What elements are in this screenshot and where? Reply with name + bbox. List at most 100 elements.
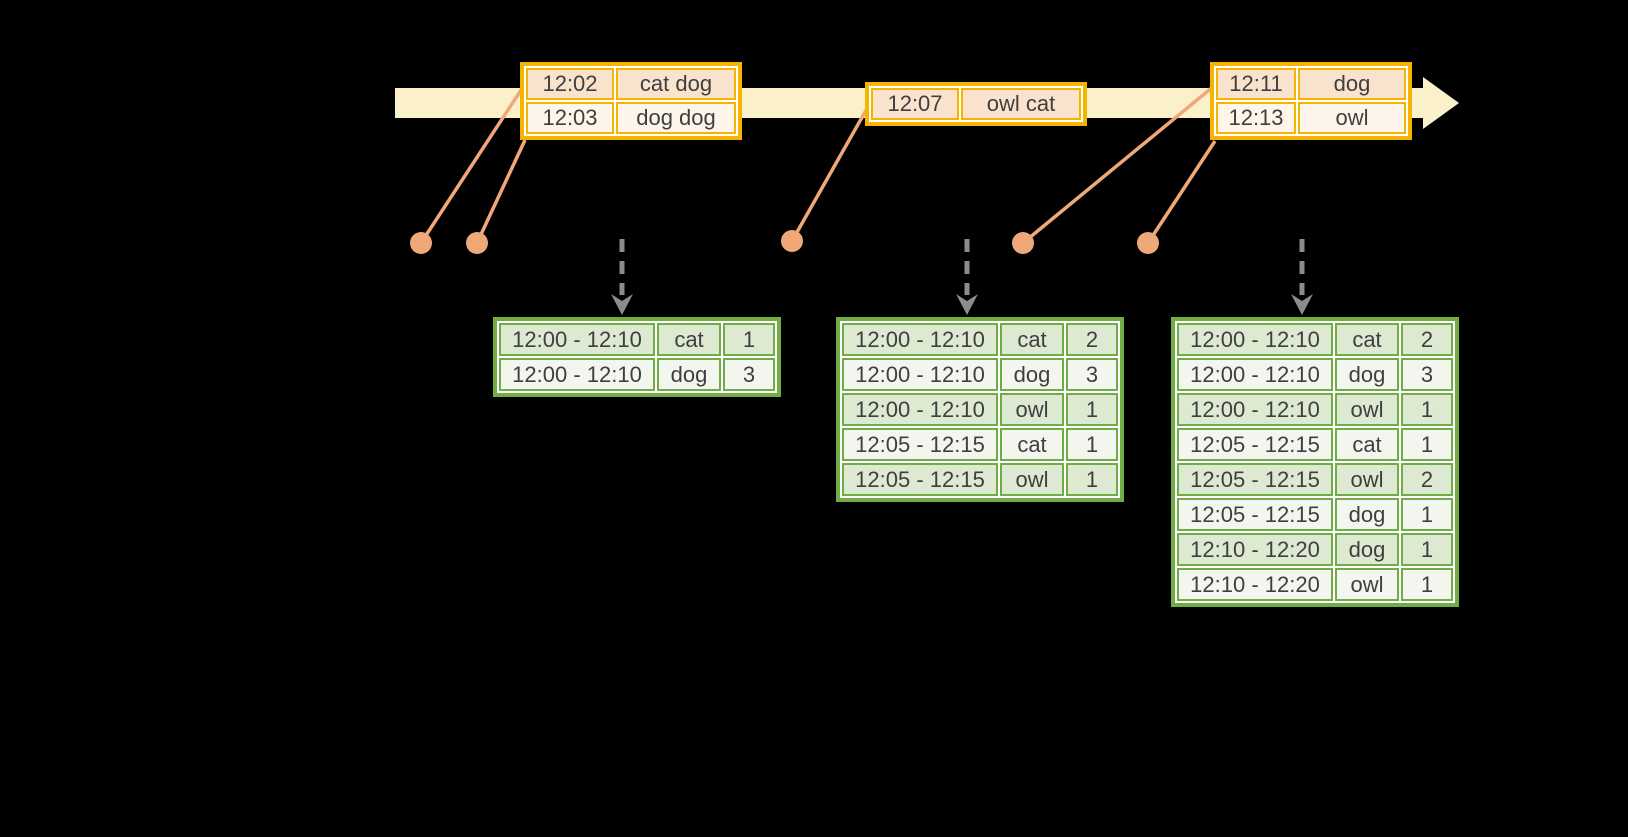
window-cell: 12:00 - 12:10 bbox=[1177, 323, 1333, 356]
word-cell: cat bbox=[1335, 323, 1399, 356]
window-cell: 12:10 - 12:20 bbox=[1177, 533, 1333, 566]
word-cell: cat bbox=[657, 323, 721, 356]
word-cell: cat bbox=[1000, 323, 1064, 356]
count-cell: 1 bbox=[1066, 463, 1118, 496]
event-connector-line bbox=[1146, 140, 1217, 244]
window-cell: 12:00 - 12:10 bbox=[1177, 393, 1333, 426]
word-cell: dog bbox=[1335, 533, 1399, 566]
count-cell: 2 bbox=[1401, 323, 1453, 356]
count-cell: 1 bbox=[1401, 498, 1453, 531]
count-cell: 1 bbox=[1401, 533, 1453, 566]
window-cell: 12:05 - 12:15 bbox=[1177, 498, 1333, 531]
event-dot bbox=[466, 232, 488, 254]
window-cell: 12:00 - 12:10 bbox=[842, 358, 998, 391]
count-cell: 1 bbox=[723, 323, 775, 356]
event-time-cell: 12:13 bbox=[1216, 102, 1296, 134]
event-words-cell: dog bbox=[1298, 68, 1406, 100]
window-cell: 12:05 - 12:15 bbox=[842, 463, 998, 496]
count-cell: 1 bbox=[1401, 568, 1453, 601]
word-cell: owl bbox=[1335, 393, 1399, 426]
count-cell: 2 bbox=[1066, 323, 1118, 356]
event-words-cell: dog dog bbox=[616, 102, 736, 134]
word-cell: cat bbox=[1000, 428, 1064, 461]
event-connectors bbox=[410, 84, 1217, 254]
event-connector-line bbox=[419, 86, 525, 244]
event-words-cell: owl bbox=[1298, 102, 1406, 134]
event-dot bbox=[1137, 232, 1159, 254]
window-cell: 12:05 - 12:15 bbox=[842, 428, 998, 461]
event-dot bbox=[410, 232, 432, 254]
window-cell: 12:00 - 12:10 bbox=[499, 358, 655, 391]
window-cell: 12:00 - 12:10 bbox=[1177, 358, 1333, 391]
window-cell: 12:05 - 12:15 bbox=[1177, 463, 1333, 496]
count-cell: 3 bbox=[723, 358, 775, 391]
trigger-arrows bbox=[611, 239, 1313, 315]
event-dot bbox=[781, 230, 803, 252]
timeline-arrowhead-icon bbox=[1423, 77, 1459, 129]
event-time-cell: 12:07 bbox=[871, 88, 959, 120]
event-words-cell: cat dog bbox=[616, 68, 736, 100]
trigger-arrowhead-icon bbox=[611, 294, 633, 315]
count-cell: 1 bbox=[1066, 393, 1118, 426]
count-cell: 2 bbox=[1401, 463, 1453, 496]
event-time-cell: 12:02 bbox=[526, 68, 614, 100]
word-cell: owl bbox=[1335, 568, 1399, 601]
count-cell: 1 bbox=[1401, 393, 1453, 426]
count-cell: 1 bbox=[1066, 428, 1118, 461]
word-cell: owl bbox=[1335, 463, 1399, 496]
window-cell: 12:00 - 12:10 bbox=[842, 393, 998, 426]
count-cell: 3 bbox=[1066, 358, 1118, 391]
word-cell: owl bbox=[1000, 393, 1064, 426]
event-connector-line bbox=[1021, 84, 1216, 245]
event-connector-line bbox=[790, 104, 871, 242]
event-connector-line bbox=[475, 139, 527, 244]
event-dot bbox=[1012, 232, 1034, 254]
word-cell: dog bbox=[1000, 358, 1064, 391]
word-cell: cat bbox=[1335, 428, 1399, 461]
window-cell: 12:00 - 12:10 bbox=[499, 323, 655, 356]
trigger-arrowhead-icon bbox=[1291, 294, 1313, 315]
window-cell: 12:10 - 12:20 bbox=[1177, 568, 1333, 601]
count-cell: 3 bbox=[1401, 358, 1453, 391]
word-cell: dog bbox=[1335, 358, 1399, 391]
event-time-cell: 12:03 bbox=[526, 102, 614, 134]
word-cell: owl bbox=[1000, 463, 1064, 496]
word-cell: dog bbox=[657, 358, 721, 391]
event-words-cell: owl cat bbox=[961, 88, 1081, 120]
trigger-arrowhead-icon bbox=[956, 294, 978, 315]
count-cell: 1 bbox=[1401, 428, 1453, 461]
word-cell: dog bbox=[1335, 498, 1399, 531]
